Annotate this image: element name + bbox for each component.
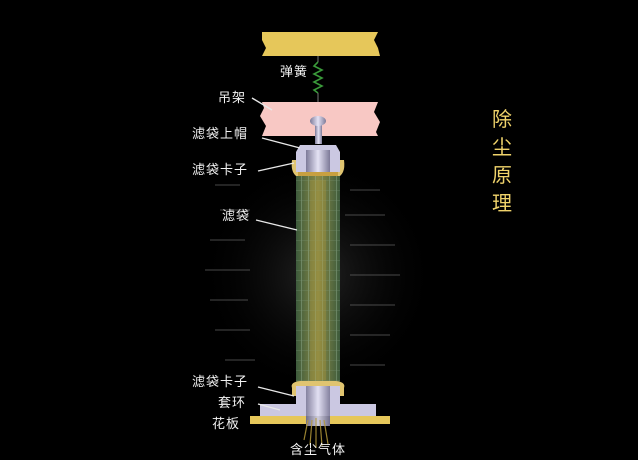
label-spring: 弹簧	[280, 65, 309, 80]
title-char: 原	[492, 163, 512, 187]
top-beam	[262, 32, 380, 56]
label-bag-clamp-bottom: 滤袋卡子	[192, 375, 249, 390]
leader-lines	[251, 97, 301, 411]
title-char: 除	[492, 107, 512, 131]
label-bag-clamp-top: 滤袋卡子	[192, 163, 249, 178]
label-collar: 套环	[218, 396, 247, 411]
label-tube-sheet: 花板	[212, 417, 241, 432]
spring-icon	[312, 56, 324, 102]
diagram-title: 除 尘 原 理	[488, 105, 516, 217]
dusty-gas-flow	[303, 418, 329, 448]
label-hanger: 吊架	[218, 91, 247, 106]
cap-bolt	[315, 122, 322, 144]
label-filter-bag: 滤袋	[222, 209, 251, 224]
tube-sheet	[250, 416, 390, 424]
filter-bag	[296, 176, 340, 386]
title-char: 尘	[492, 135, 512, 159]
title-char: 理	[492, 191, 512, 215]
label-dusty-gas: 含尘气体	[290, 443, 347, 458]
label-bag-cap: 滤袋上帽	[192, 127, 249, 142]
